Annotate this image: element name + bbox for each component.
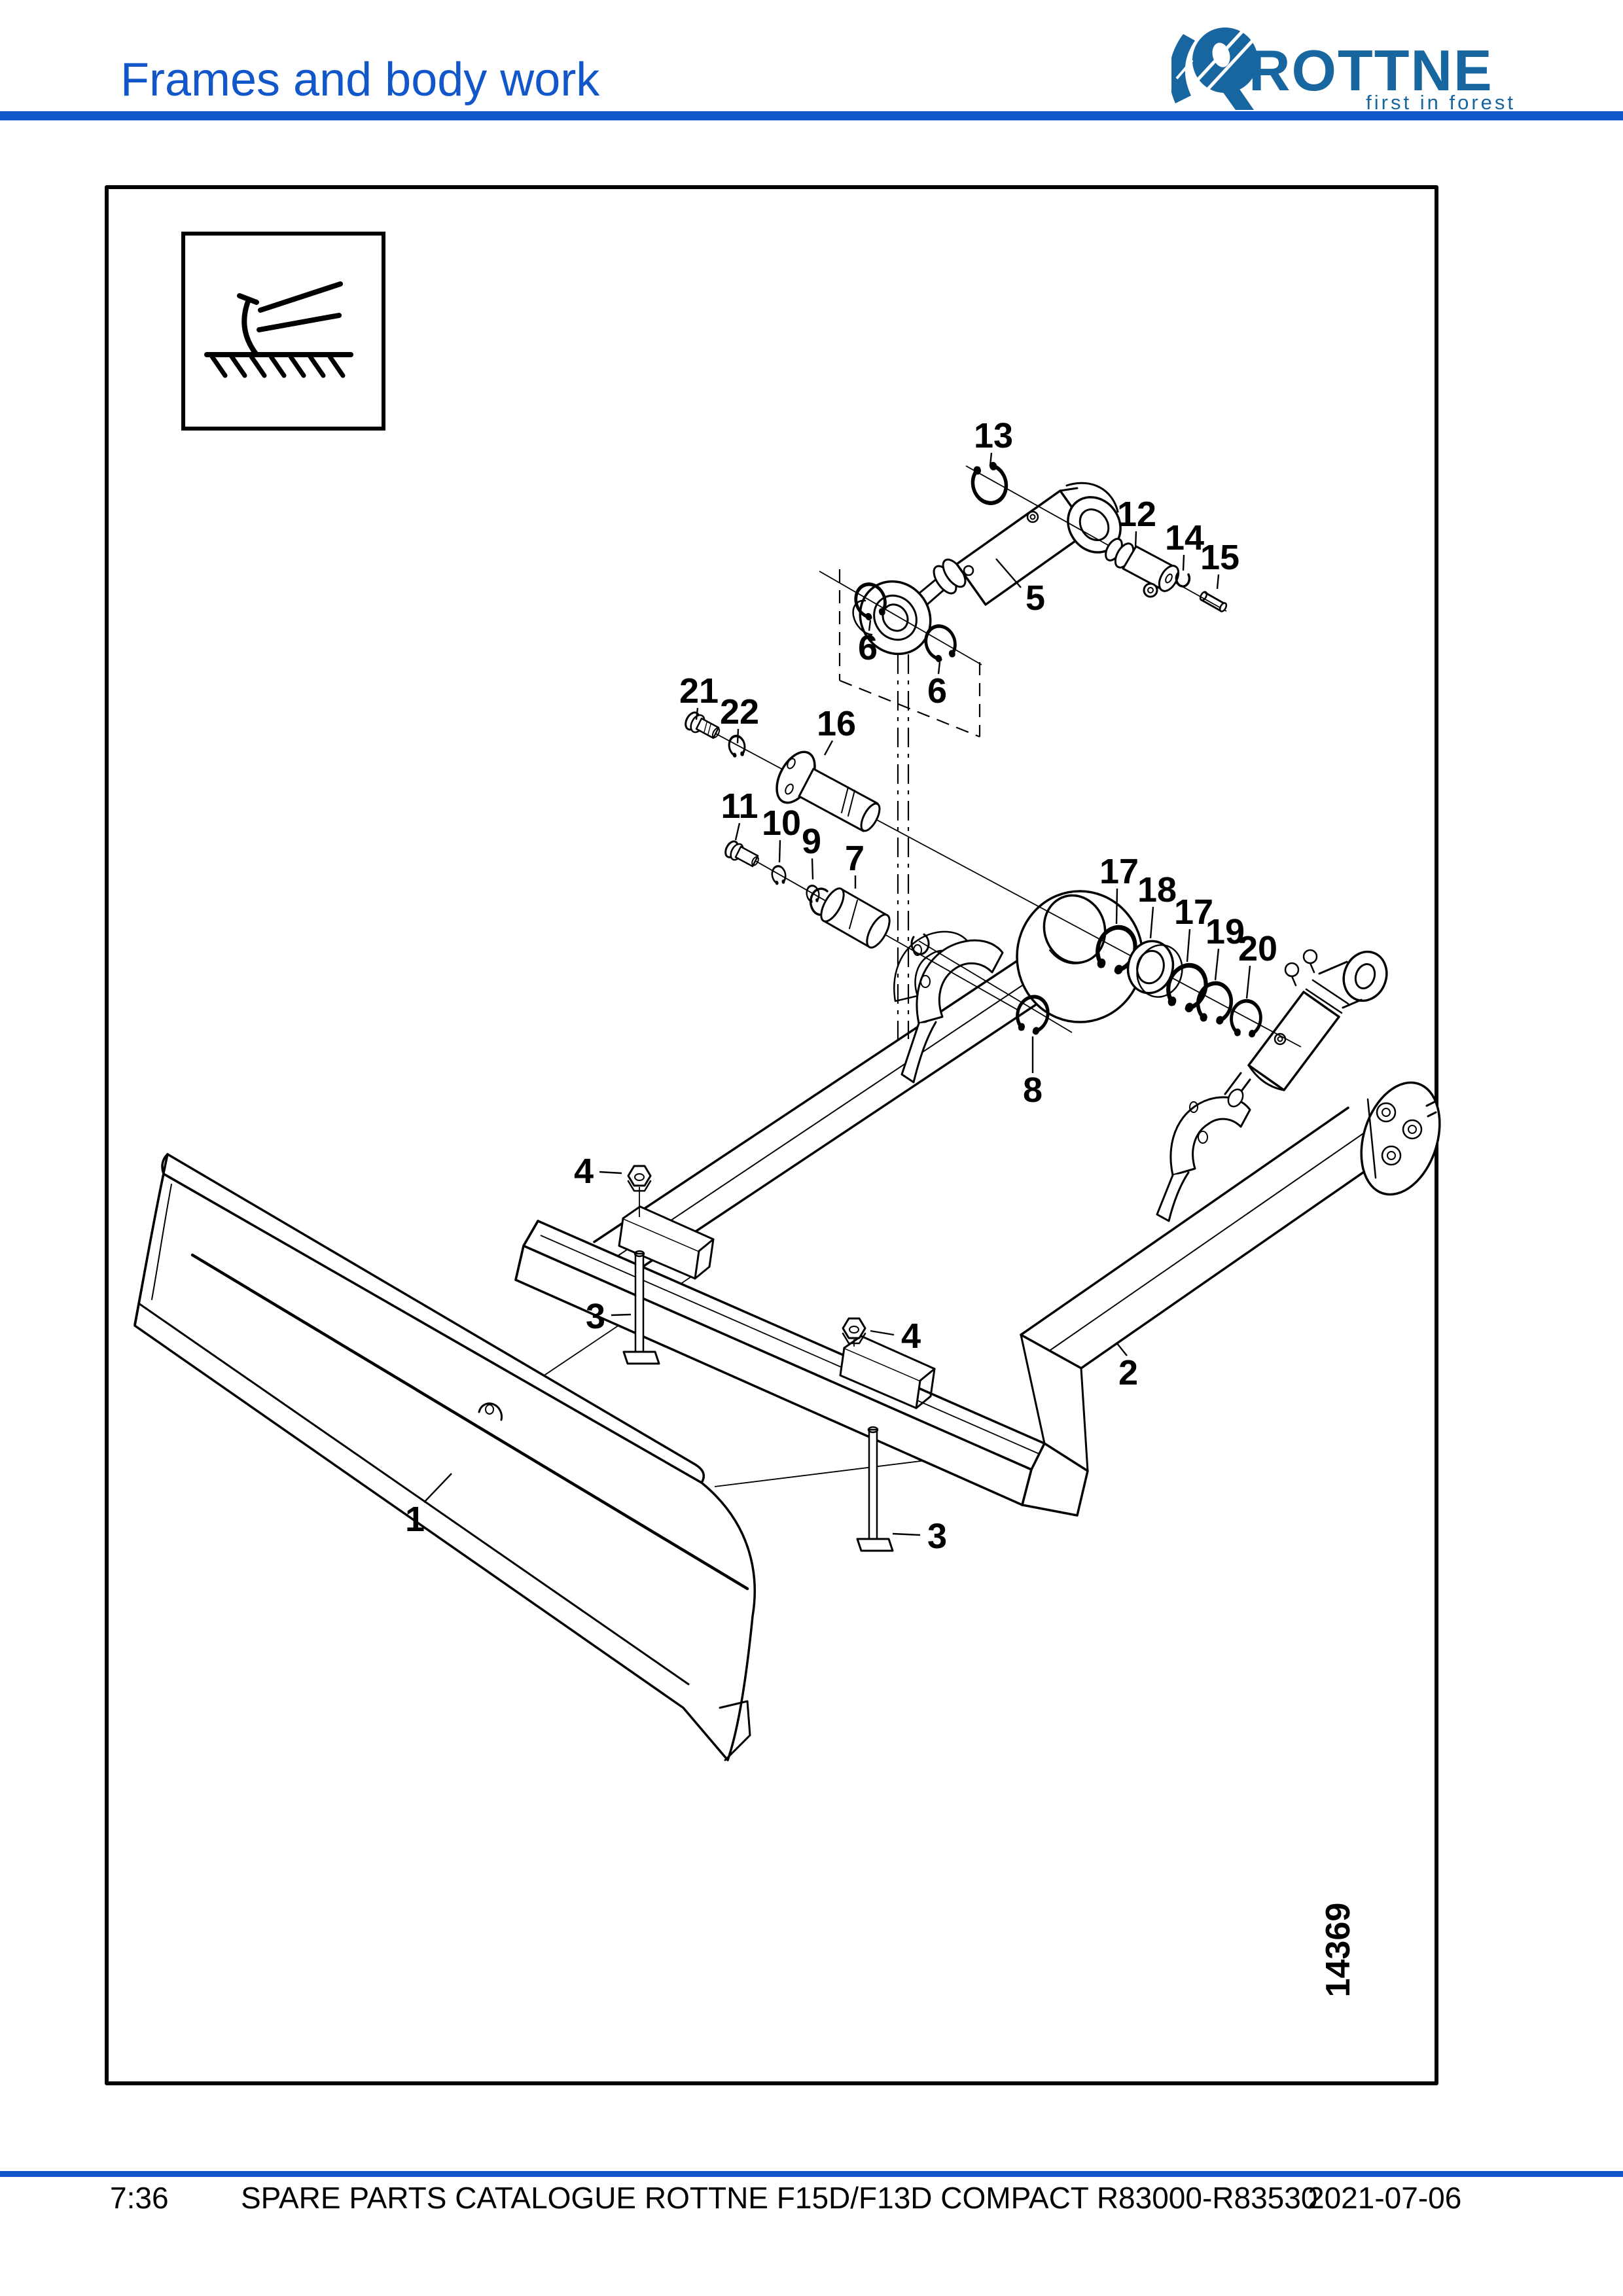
part-label-3: 3 — [927, 1517, 947, 1556]
dozer-blade-terrain-icon — [181, 232, 385, 431]
part-label-17: 17 — [1174, 892, 1213, 932]
part-label-7: 7 — [845, 839, 865, 878]
part-label-4: 4 — [901, 1316, 921, 1356]
fasteners-group — [622, 1165, 894, 1552]
part-label-18: 18 — [1137, 870, 1177, 910]
figure-number: 14369 — [1319, 1903, 1357, 1998]
callout-leader-11 — [734, 822, 741, 841]
callout-leader-12 — [1134, 531, 1137, 549]
callout-leader-21 — [695, 707, 699, 720]
logo-wordmark: ROTTNE — [1249, 38, 1493, 103]
footer-rule — [0, 2171, 1623, 2177]
rottne-r-emblem-icon — [1171, 27, 1258, 110]
callout-leader-17 — [1115, 888, 1118, 925]
callout-leader-15 — [1216, 574, 1220, 590]
part-label-8: 8 — [1023, 1070, 1043, 1110]
callout-leader-4 — [870, 1330, 895, 1336]
diagram-border — [105, 185, 1438, 2085]
callout-leader-3 — [892, 1532, 921, 1536]
part-label-16: 16 — [817, 704, 856, 743]
callout-leader-2 — [1116, 1342, 1128, 1356]
footer-date: 2021-07-06 — [1308, 2181, 1462, 2215]
callout-leader-6 — [937, 662, 941, 675]
small-parts-group — [685, 462, 1262, 1036]
callout-leader-19 — [1214, 948, 1220, 981]
tilt-cylinder-right — [1156, 949, 1388, 1222]
part-label-11: 11 — [721, 786, 758, 826]
part-label-12: 12 — [1117, 495, 1156, 534]
callout-leader-16 — [823, 740, 834, 756]
part-label-2: 2 — [1118, 1353, 1138, 1392]
part-label-22: 22 — [720, 692, 759, 732]
part-label-3: 3 — [586, 1297, 605, 1336]
footer-page-ref: 7:36 — [110, 2181, 169, 2215]
callout-leader-10 — [778, 839, 781, 863]
push-frame-part — [514, 890, 1441, 1517]
part-label-6: 6 — [927, 671, 947, 711]
construction-lines — [838, 569, 981, 1039]
part-label-19: 19 — [1205, 912, 1245, 951]
part-label-14: 14 — [1165, 518, 1204, 557]
part-label-9: 9 — [802, 822, 821, 861]
part-label-10: 10 — [762, 804, 801, 843]
brand-logo — [1171, 27, 1258, 110]
part-label-21: 21 — [679, 671, 719, 711]
logo-tagline: first in forest — [1366, 91, 1516, 114]
part-label-13: 13 — [974, 416, 1013, 455]
callout-leader-14 — [1182, 554, 1185, 571]
part-label-5: 5 — [1026, 578, 1045, 618]
callout-leader-18 — [1149, 906, 1154, 939]
callout-leader-9 — [811, 858, 814, 880]
callout-leader-6 — [868, 620, 872, 631]
callout-leader-1 — [423, 1473, 452, 1503]
part-label-4: 4 — [574, 1152, 594, 1191]
callout-leader-17 — [1186, 928, 1191, 963]
part-label-17: 17 — [1099, 852, 1139, 891]
callout-leader-4 — [599, 1171, 622, 1174]
part-label-1: 1 — [405, 1500, 425, 1539]
part-label-20: 20 — [1238, 929, 1277, 968]
footer-catalogue-title: SPARE PARTS CATALOGUE ROTTNE F15D/F13D C… — [241, 2181, 1318, 2215]
part-label-6: 6 — [858, 628, 878, 667]
callout-leader-20 — [1245, 965, 1251, 999]
blade-part — [134, 1153, 756, 1761]
tilt-cylinder-top — [852, 482, 1122, 656]
page-title: Frames and body work — [120, 54, 600, 106]
part-label-15: 15 — [1200, 538, 1240, 577]
callout-leader-5 — [995, 558, 1022, 588]
callout-leader-13 — [989, 452, 993, 467]
header-rule — [0, 111, 1623, 120]
